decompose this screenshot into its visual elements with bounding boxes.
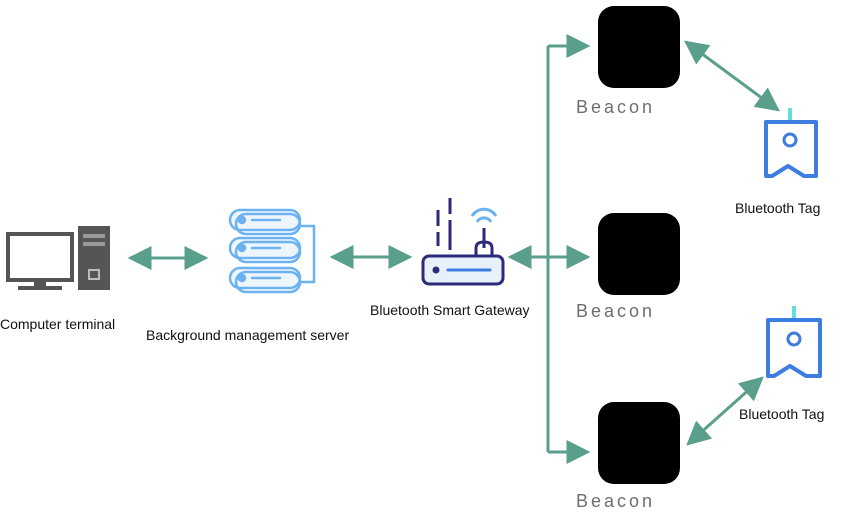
- beacon-top: [598, 6, 680, 88]
- bluetooth-tag-bottom-label: Bluetooth Tag: [739, 406, 825, 422]
- link-beacon-tag-top: [684, 40, 780, 112]
- server-stack-icon: [228, 208, 316, 294]
- server-label: Background management server: [146, 327, 350, 343]
- beacon-middle: [598, 213, 680, 295]
- bluetooth-tag-icon: [766, 306, 822, 378]
- bluetooth-tag-top-label: Bluetooth Tag: [735, 200, 821, 216]
- gateway-label: Bluetooth Smart Gateway: [370, 302, 530, 318]
- beacon-bottom: [598, 402, 680, 484]
- bluetooth-gateway-router-icon: [421, 198, 505, 286]
- computer-terminal-label: Computer terminal: [0, 316, 116, 332]
- computer-terminal-icon: [6, 226, 110, 290]
- link-beacon-tag-bottom: [686, 376, 764, 446]
- connectors: [127, 34, 780, 464]
- bluetooth-tag-icon: [764, 108, 818, 178]
- beacon-bottom-label: Beacon: [576, 491, 656, 511]
- beacon-middle-label: Beacon: [576, 301, 656, 321]
- beacon-top-label: Beacon: [576, 97, 656, 117]
